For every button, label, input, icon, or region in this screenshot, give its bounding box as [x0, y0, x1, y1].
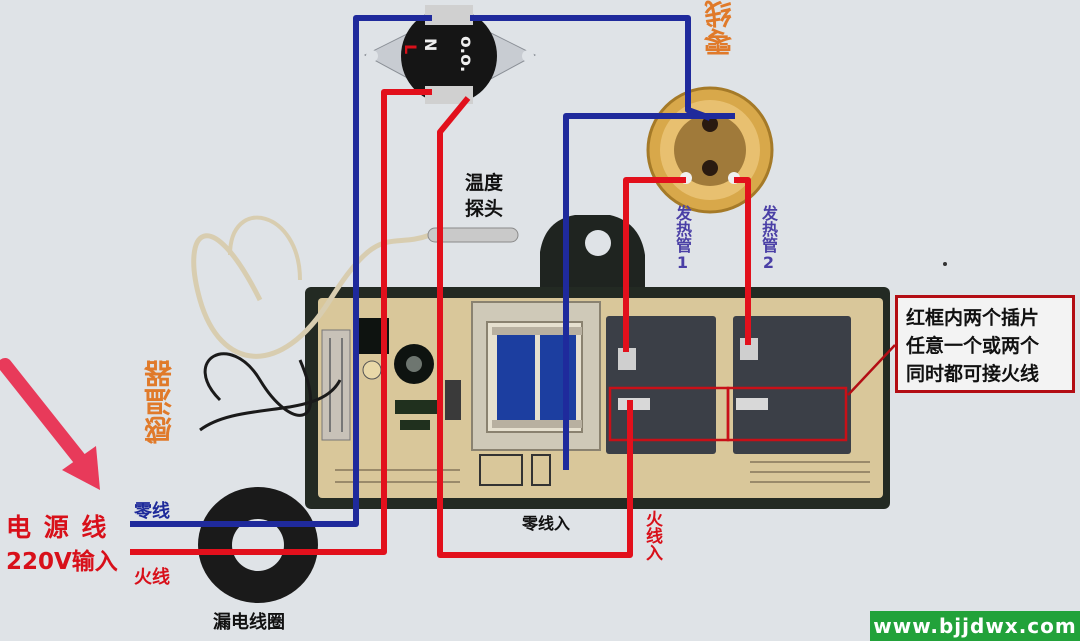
thermostat-label: 感温器 [143, 360, 176, 444]
neutral-board-wire [563, 113, 735, 470]
neutral-wires [130, 15, 735, 527]
leakage-coil-label: 漏电线圈 [213, 612, 285, 633]
thermostat-contacts-label: o.o. [456, 36, 476, 73]
live-in-label: 火线 [134, 567, 170, 588]
temp-probe [191, 215, 519, 359]
neutral-in-label: 零线 [134, 501, 170, 522]
heater2-wire [734, 177, 751, 345]
terminal-highlight-2 [726, 386, 848, 442]
heater2-label: 发热管2 [759, 205, 778, 272]
neutral-top-label: 零线 [703, 0, 736, 56]
temp-probe-label-2: 探头 [465, 198, 504, 220]
pointer-arrow [0, 358, 100, 490]
power-line-label: 电 源 线 [6, 513, 109, 542]
note-line-1: 红框内两个插片 [906, 307, 1040, 329]
live-relay-wire [437, 96, 633, 558]
control-board [305, 215, 890, 509]
note-line-2: 任意一个或两个 [906, 335, 1040, 357]
thermostat-switch [363, 5, 537, 104]
heater-flange [646, 86, 774, 214]
live-input-label: 火线入 [642, 510, 662, 561]
live-main-wire [130, 89, 432, 555]
leakage-coil-ring [198, 487, 318, 603]
relay-1 [606, 316, 716, 454]
heater1-label: 发热管1 [673, 205, 692, 272]
note-line-3: 同时都可接火线 [906, 363, 1040, 385]
temp-probe-label-1: 温度 [465, 172, 504, 194]
heater1-wire [623, 177, 686, 352]
relay-2 [733, 316, 851, 454]
note-pointer-line [847, 344, 896, 396]
note-box: 红框内两个插片 任意一个或两个 同时都可接火线 [895, 295, 1075, 393]
live-wires [130, 89, 751, 558]
thermostat-N-label: N [421, 38, 440, 52]
neutral-main-wire [130, 15, 432, 527]
watermark: www.bjjdwx.com [870, 611, 1080, 641]
thermostat-L-label: L [401, 44, 420, 55]
neutral-input-label: 零线入 [522, 514, 571, 533]
power-voltage-label: 220V输入 [6, 549, 118, 575]
